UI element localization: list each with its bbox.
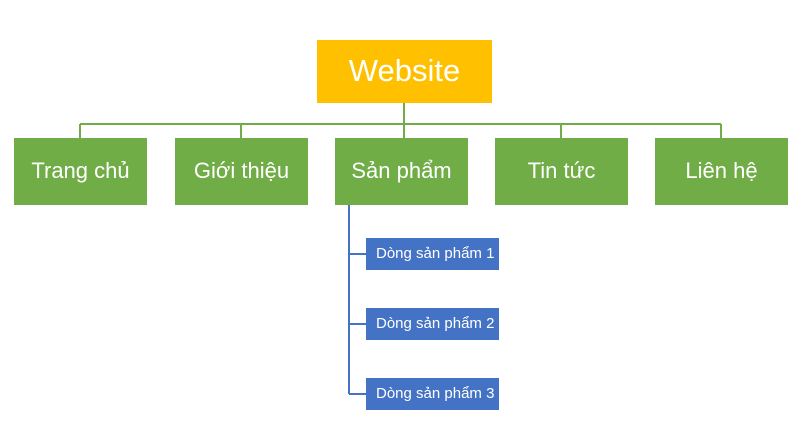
node-gioi-thieu[interactable]: Giới thiệu xyxy=(175,138,308,205)
node-dong-san-pham-3-label: Dòng sản phẩm 3 xyxy=(376,384,495,402)
node-dong-san-pham-3[interactable]: Dòng sản phẩm 3 xyxy=(366,378,499,410)
node-trang-chu-label: Trang chủ xyxy=(31,158,130,184)
node-website-label: Website xyxy=(348,53,461,89)
node-dong-san-pham-1[interactable]: Dòng sản phẩm 1 xyxy=(366,238,499,270)
node-lien-he-label: Liên hệ xyxy=(685,158,758,184)
node-gioi-thieu-label: Giới thiệu xyxy=(193,158,290,184)
node-website[interactable]: Website xyxy=(317,40,492,103)
node-san-pham-label: Sản phẩm xyxy=(351,158,452,184)
node-tin-tuc-label: Tin tức xyxy=(527,158,596,184)
blue-connectors xyxy=(348,205,366,395)
node-dong-san-pham-2[interactable]: Dòng sản phẩm 2 xyxy=(366,308,499,340)
node-dong-san-pham-1-label: Dòng sản phẩm 1 xyxy=(376,244,495,262)
node-tin-tuc[interactable]: Tin tức xyxy=(495,138,628,205)
node-dong-san-pham-2-label: Dòng sản phẩm 2 xyxy=(376,314,495,332)
node-lien-he[interactable]: Liên hệ xyxy=(655,138,788,205)
node-trang-chu[interactable]: Trang chủ xyxy=(14,138,147,205)
node-san-pham[interactable]: Sản phẩm xyxy=(335,138,468,205)
green-connectors xyxy=(79,103,722,138)
